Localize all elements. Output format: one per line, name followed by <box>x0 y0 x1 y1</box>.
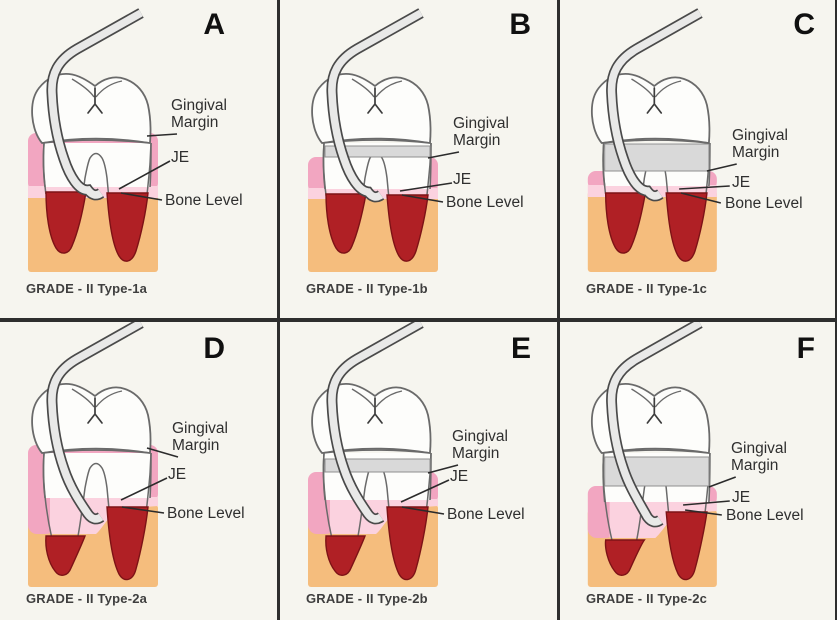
leader-lines <box>679 163 737 204</box>
roots-below-bone <box>325 193 429 262</box>
leader-lines <box>118 133 178 201</box>
leader-lines <box>399 151 460 203</box>
label-gingival-margin: Gingival Margin <box>732 127 788 162</box>
label-gingival-margin: Gingival Margin <box>453 115 509 150</box>
molar-crown <box>31 383 152 454</box>
panel-letter: D <box>203 332 225 365</box>
occlusal-fissure <box>367 87 383 114</box>
label-bone-level: Bone Level <box>446 194 524 211</box>
panel-caption: GRADE - II Type-1c <box>586 281 708 296</box>
nabers-probe <box>326 322 424 525</box>
roots-below-bone <box>604 511 708 581</box>
label-gingival-margin: Gingival Margin <box>171 97 227 132</box>
tooth-furcation-diagram-1a <box>28 8 178 272</box>
tooth-furcation-diagram-1c <box>587 8 737 272</box>
panel-caption: GRADE - II Type-2a <box>26 591 148 606</box>
label-bone-level: Bone Level <box>167 505 245 522</box>
leader-lines <box>683 476 736 516</box>
panel-caption: GRADE - II Type-2b <box>306 591 428 606</box>
panel-grade2-type2b: E Gingival Margin JE Bone Level GRADE - … <box>277 318 560 620</box>
label-bone-level: Bone Level <box>725 195 803 212</box>
nabers-probe <box>46 8 144 201</box>
occlusal-fissure <box>87 87 103 114</box>
panel-grade2-type2a: D Gingival Margin JE Bone Level GRADE - … <box>0 318 277 620</box>
label-junctional-epithelium: JE <box>171 149 190 166</box>
nabers-probe <box>606 322 703 528</box>
label-gingival-margin: Gingival Margin <box>731 440 787 475</box>
panel-letter: C <box>793 8 815 41</box>
label-bone-level: Bone Level <box>726 507 804 524</box>
exposed-root-band <box>324 145 431 158</box>
panel-caption: GRADE - II Type-1a <box>26 281 148 296</box>
label-junctional-epithelium: JE <box>168 466 187 483</box>
panel-letter: A <box>203 8 225 41</box>
occlusal-fissure <box>646 87 663 114</box>
label-bone-level: Bone Level <box>165 192 243 209</box>
tooth-furcation-diagram-2a <box>28 322 179 587</box>
label-junctional-epithelium: JE <box>450 468 469 485</box>
panel-letter: B <box>509 8 531 41</box>
nabers-probe <box>606 8 703 202</box>
panel-letter: E <box>510 332 531 365</box>
label-junctional-epithelium: JE <box>732 489 751 506</box>
label-junctional-epithelium: JE <box>453 171 472 188</box>
tooth-furcation-diagram-1b <box>308 8 460 272</box>
nabers-probe <box>326 8 424 203</box>
occlusal-fissure <box>367 397 383 424</box>
panel-grade2-type1c: C Gingival Margin JE Bone Level GRADE - … <box>560 0 837 318</box>
label-gingival-margin: Gingival Margin <box>452 428 508 463</box>
tooth-furcation-diagram-2c <box>587 322 736 587</box>
panel-grade2-type1a: A Gingival Margin JE Bone Level GRADE - … <box>0 0 277 318</box>
root-outlines <box>42 142 152 194</box>
tooth-furcation-diagram-2b <box>308 322 459 587</box>
label-bone-level: Bone Level <box>447 506 525 523</box>
leader-lines <box>120 447 179 514</box>
roots-below-bone <box>325 506 429 581</box>
label-junctional-epithelium: JE <box>732 174 751 191</box>
occlusal-fissure <box>646 397 663 424</box>
roots-below-bone <box>45 506 149 581</box>
root-outlines <box>42 452 152 538</box>
nabers-probe <box>46 322 144 525</box>
roots-below-bone <box>604 192 708 262</box>
panel-caption: GRADE - II Type-2c <box>586 591 708 606</box>
leader-lines <box>400 464 459 515</box>
panel-caption: GRADE - II Type-1b <box>306 281 428 296</box>
label-gingival-margin: Gingival Margin <box>172 420 228 455</box>
panel-grade2-type2c: F Gingival Margin JE Bone Level GRADE - … <box>560 318 837 620</box>
molar-crown <box>31 73 152 144</box>
panel-letter: F <box>796 332 815 365</box>
exposed-root-band <box>324 458 431 473</box>
roots-below-bone <box>45 191 149 262</box>
panel-grade2-type1b: B Gingival Margin JE Bone Level GRADE - … <box>277 0 560 318</box>
occlusal-fissure <box>87 397 103 424</box>
